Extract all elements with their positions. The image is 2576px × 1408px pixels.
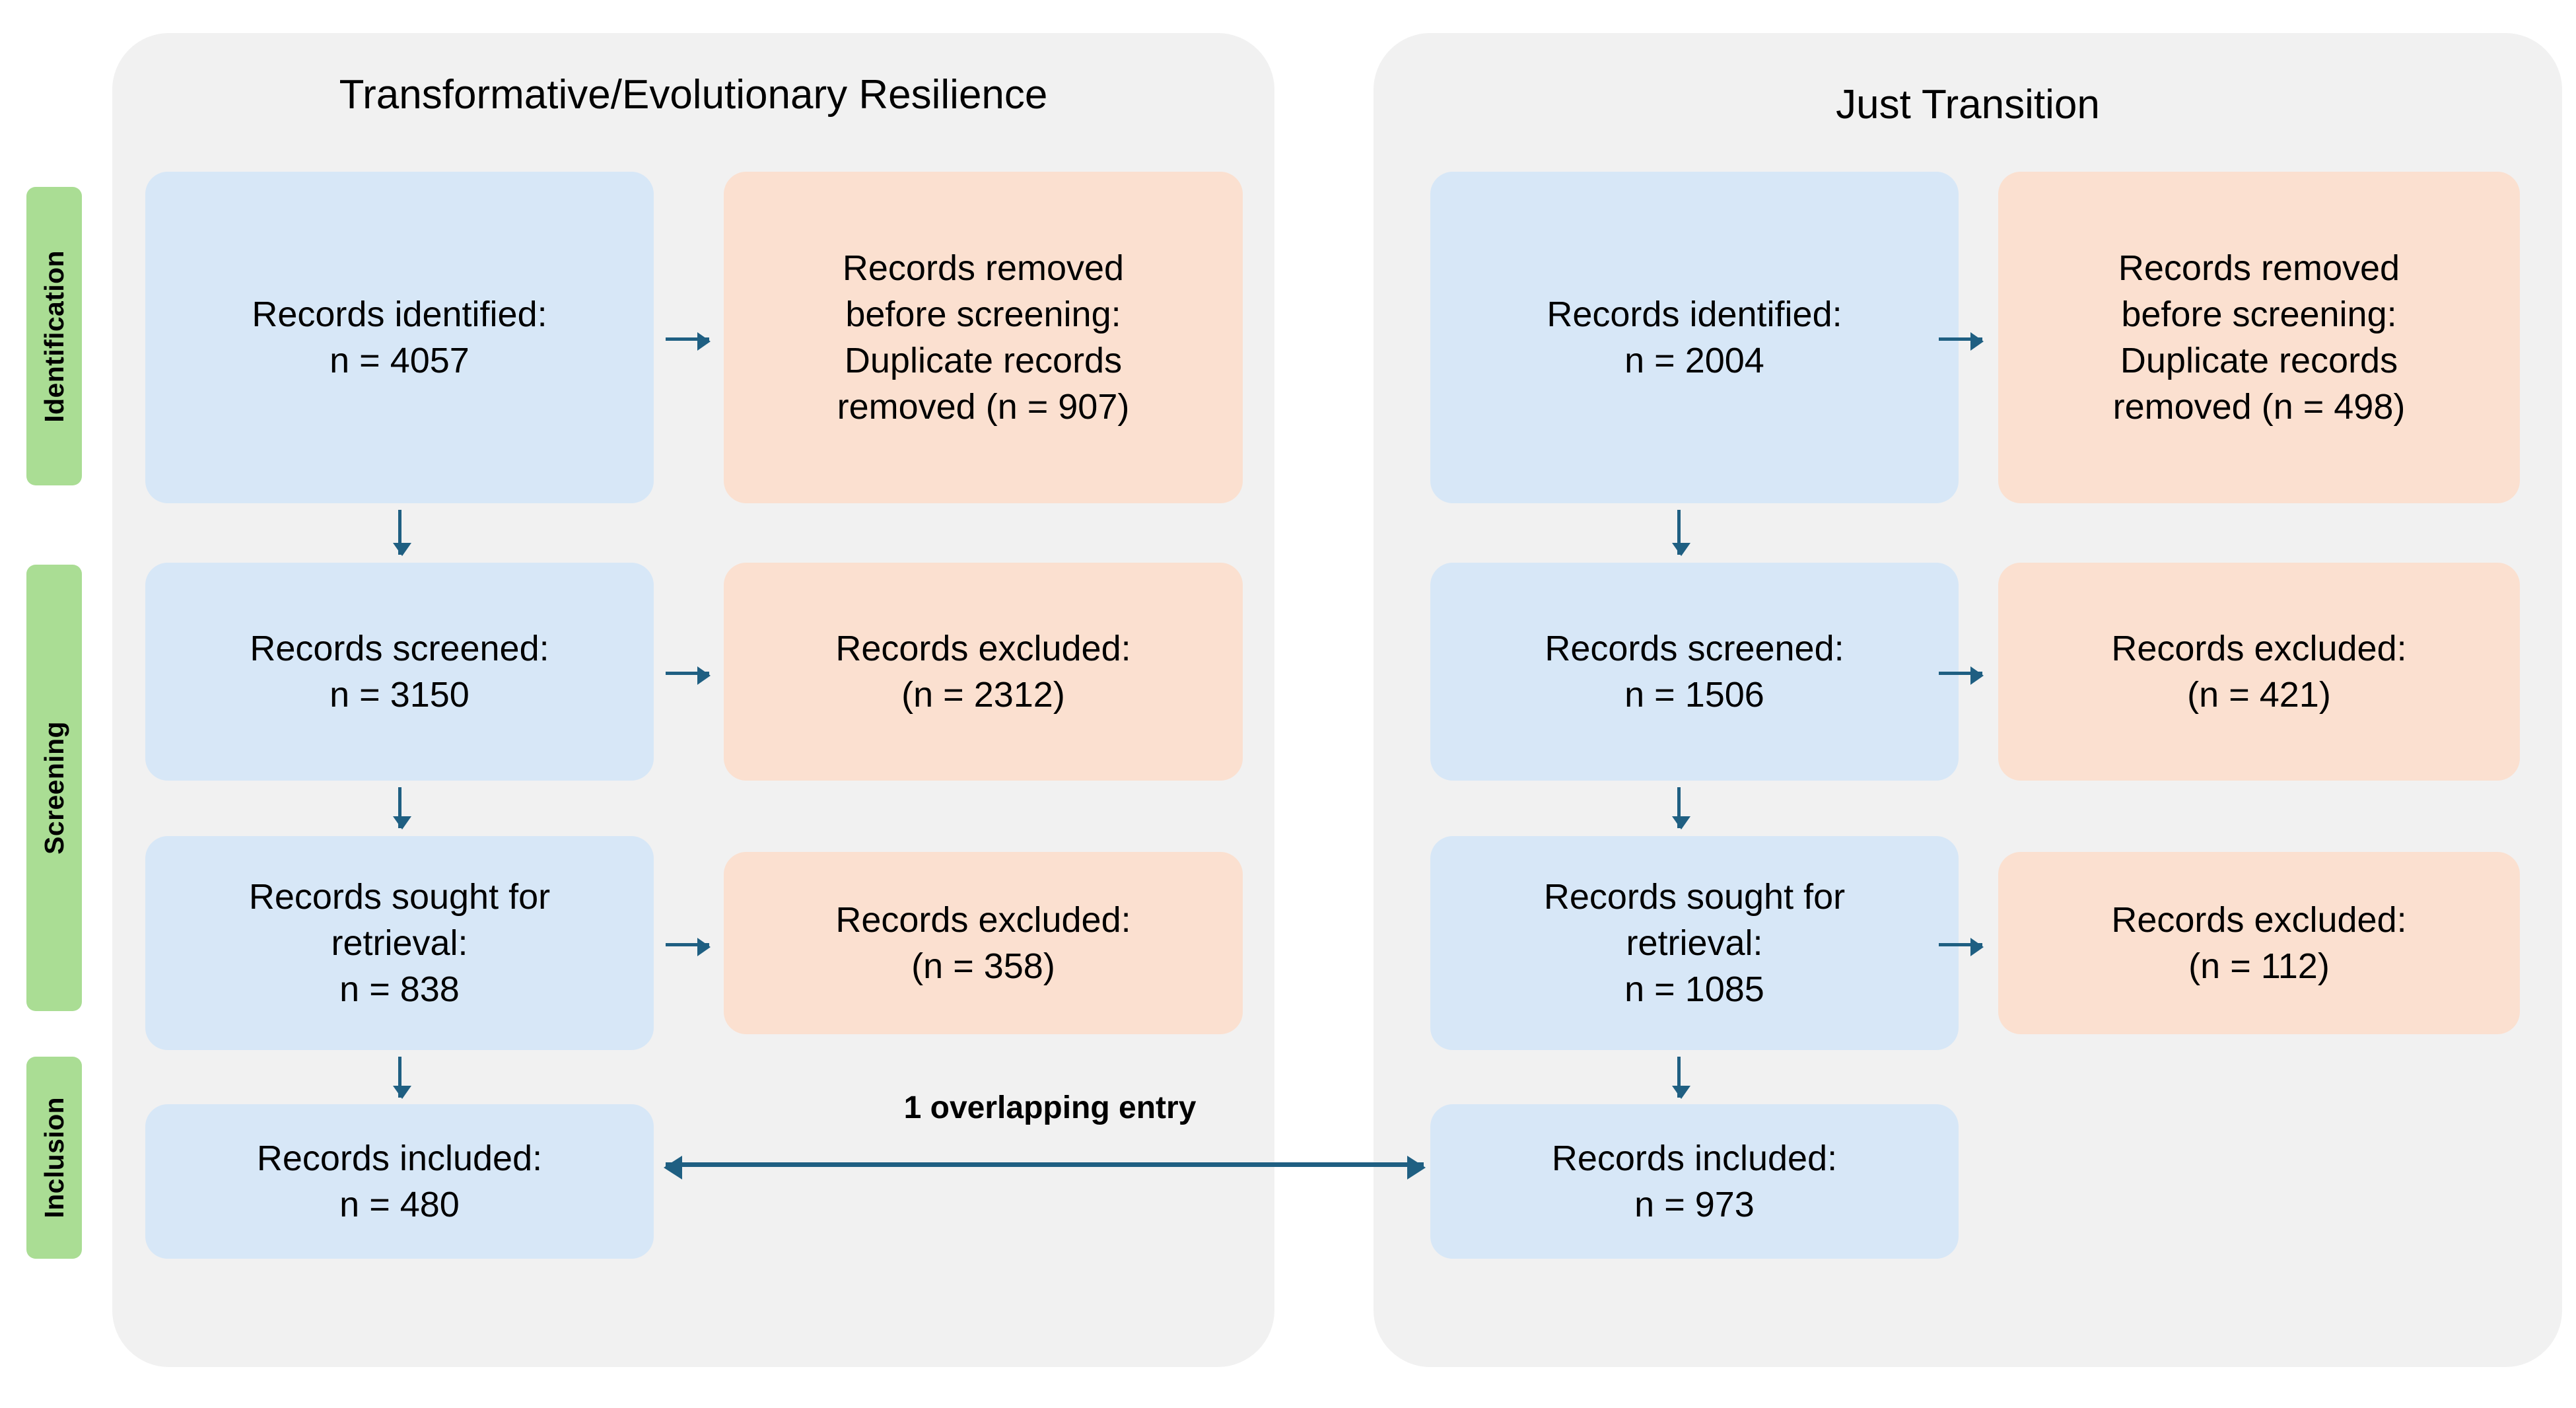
overlap-link-arrow [664,1156,1426,1179]
phase-label-identification: Identification [26,187,82,485]
box-left-records-sought-for-retrieval: Records sought for retrieval: n = 838 [145,836,654,1050]
box-line: Records excluded: [2111,899,2407,940]
phase-label-screening: Screening [26,565,82,1011]
arrow-left-screened-to-excluded [666,666,711,685]
box-line: n = 480 [339,1185,460,1224]
box-line: n = 973 [1634,1185,1755,1224]
arrow-left-sought-to-included [393,1057,411,1099]
box-line: Records sought for [248,876,551,917]
box-line: Records screened: [250,628,549,668]
box-right-records-identified: Records identified: n = 2004 [1430,172,1959,503]
box-line: Records included: [256,1138,543,1178]
overlap-link-label: 1 overlapping entry [903,1090,1197,1125]
phase-label-inclusion: Inclusion [26,1057,82,1259]
arrow-right-screened-to-excluded [1939,666,1984,685]
box-line: n = 2004 [1624,341,1764,380]
box-line: Records excluded: [2111,628,2407,668]
box-line: n = 838 [339,969,460,1010]
box-left-records-included: Records included: n = 480 [145,1104,654,1259]
box-right-records-removed-before-screening: Records removed before screening: Duplic… [1998,172,2520,503]
box-line: before screening: [845,294,1121,334]
arrow-right-screened-to-sought [1672,787,1690,829]
box-line: Records identified: [252,294,547,334]
box-line: retrieval: [1626,923,1763,963]
box-right-records-excluded-screening: Records excluded: (n = 421) [1998,563,2520,781]
box-line: (n = 421) [2187,675,2331,715]
arrow-left-screened-to-sought [393,787,411,829]
box-left-records-identified: Records identified: n = 4057 [145,172,654,503]
phase-label-inclusion-text: Inclusion [38,1097,69,1218]
box-line: n = 1085 [1624,969,1764,1010]
box-right-records-sought-for-retrieval: Records sought for retrieval: n = 1085 [1430,836,1959,1050]
box-line: (n = 2312) [901,675,1065,715]
arrow-left-sought-to-excluded [666,938,711,956]
box-line: Records removed [2118,248,2400,288]
box-line: retrieval: [331,923,468,963]
box-line: Records removed [842,248,1125,288]
box-left-records-removed-before-screening: Records removed before screening: Duplic… [724,172,1243,503]
box-line: n = 3150 [330,675,470,715]
box-line: Records sought for [1543,876,1846,917]
box-right-records-included: Records included: n = 973 [1430,1104,1959,1259]
arrow-left-identified-to-removed [666,332,711,351]
box-line: Records excluded: [835,628,1131,668]
arrow-left-identified-to-screened [393,510,411,556]
panel-title-left: Transformative/Evolutionary Resilience [339,72,1048,118]
box-line: Duplicate records [844,341,1123,380]
arrow-right-sought-to-excluded [1939,938,1984,956]
box-left-records-excluded-screening: Records excluded: (n = 2312) [724,563,1243,781]
box-line: Duplicate records [2120,341,2398,380]
box-right-records-excluded-retrieval: Records excluded: (n = 112) [1998,852,2520,1034]
box-line: removed (n = 907) [837,387,1130,427]
box-line: Records screened: [1545,628,1844,668]
box-line: (n = 112) [2188,946,2330,986]
panel-title-right: Just Transition [1836,82,2100,127]
arrow-right-identified-to-screened [1672,510,1690,556]
box-line: Records included: [1551,1138,1838,1178]
box-left-records-excluded-retrieval: Records excluded: (n = 358) [724,852,1243,1034]
box-line: removed (n = 498) [2112,387,2406,427]
box-line: n = 1506 [1624,675,1764,715]
box-line: n = 4057 [330,341,470,380]
box-line: (n = 358) [911,946,1055,986]
box-right-records-screened: Records screened: n = 1506 [1430,563,1959,781]
box-line: before screening: [2121,294,2397,334]
box-line: Records excluded: [835,899,1131,940]
phase-label-screening-text: Screening [38,721,69,855]
box-left-records-screened: Records screened: n = 3150 [145,563,654,781]
arrow-right-sought-to-included [1672,1057,1690,1099]
box-line: Records identified: [1547,294,1842,334]
arrow-right-identified-to-removed [1939,332,1984,351]
phase-label-identification-text: Identification [38,250,69,423]
